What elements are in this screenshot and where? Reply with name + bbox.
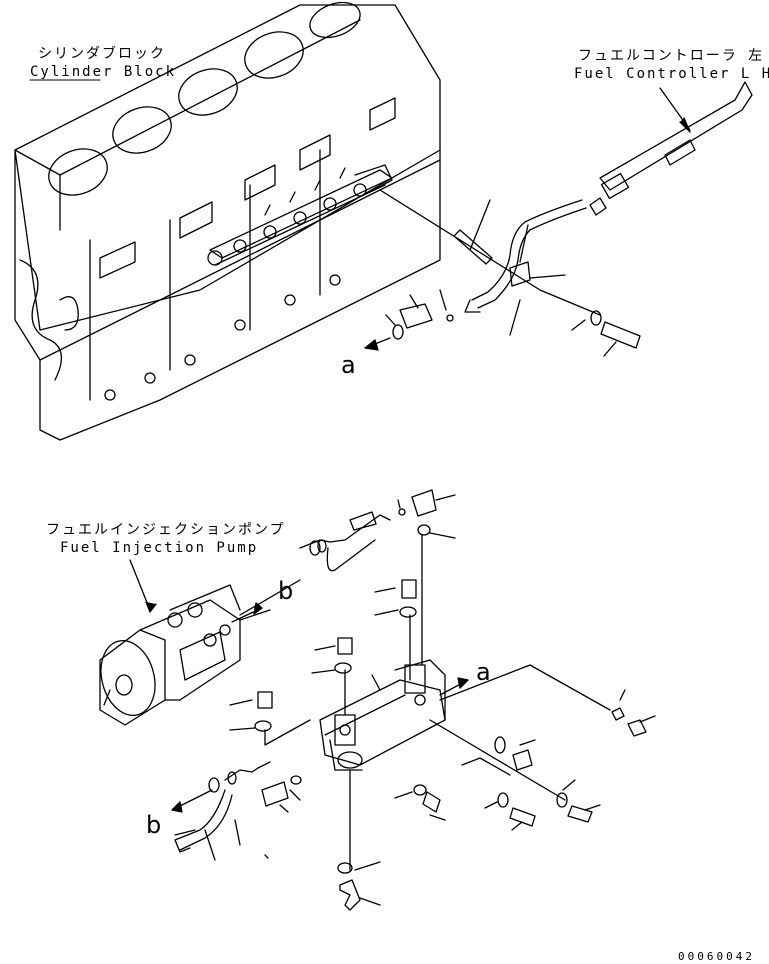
injection-pump-drawing [99,511,391,726]
fuel-controller-label-jp: フュエルコントローラ 左 [578,48,765,64]
cylinder-block-label-en: Cylinder Block [30,64,177,80]
manifold-block-drawing [264,534,611,871]
callout-a-upper: a [341,351,356,379]
injection-pump-label-en: Fuel Injection Pump [60,540,259,556]
fuel-controller-drawing [364,81,753,357]
cylinder-block-drawing [14,1,441,441]
document-number: 00060042 [678,950,755,963]
injection-pump-label-jp: フュエルインジェクションポンプ [46,522,286,538]
cylinder-block-label-jp: シリンダブロック [38,46,166,62]
callout-b-upper: b [278,577,294,605]
fuel-controller-label-en: Fuel Controller L H [574,66,769,82]
small-parts-drawing [171,489,656,911]
callout-b-lower: b [146,811,162,839]
callout-a-lower: a [476,658,491,686]
